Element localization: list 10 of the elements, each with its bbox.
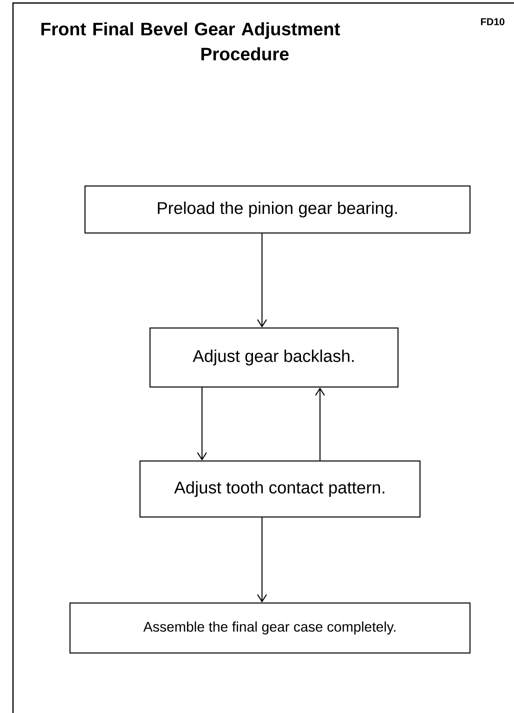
process-box: Preload the pinion gear bearing. (84, 186, 470, 234)
arrow (257, 233, 267, 328)
arrow (257, 517, 267, 602)
process-box: Assemble the final gear case completely. (70, 602, 470, 654)
process-box: Adjust gear backlash. (150, 328, 398, 388)
arrow (315, 388, 325, 461)
process-box: Adjust tooth contact pattern. (140, 460, 420, 518)
page-code: FD10 (481, 18, 504, 26)
title: Front Final Bevel Gear Adjustment Procedure (41, 22, 340, 60)
arrow (197, 387, 207, 460)
